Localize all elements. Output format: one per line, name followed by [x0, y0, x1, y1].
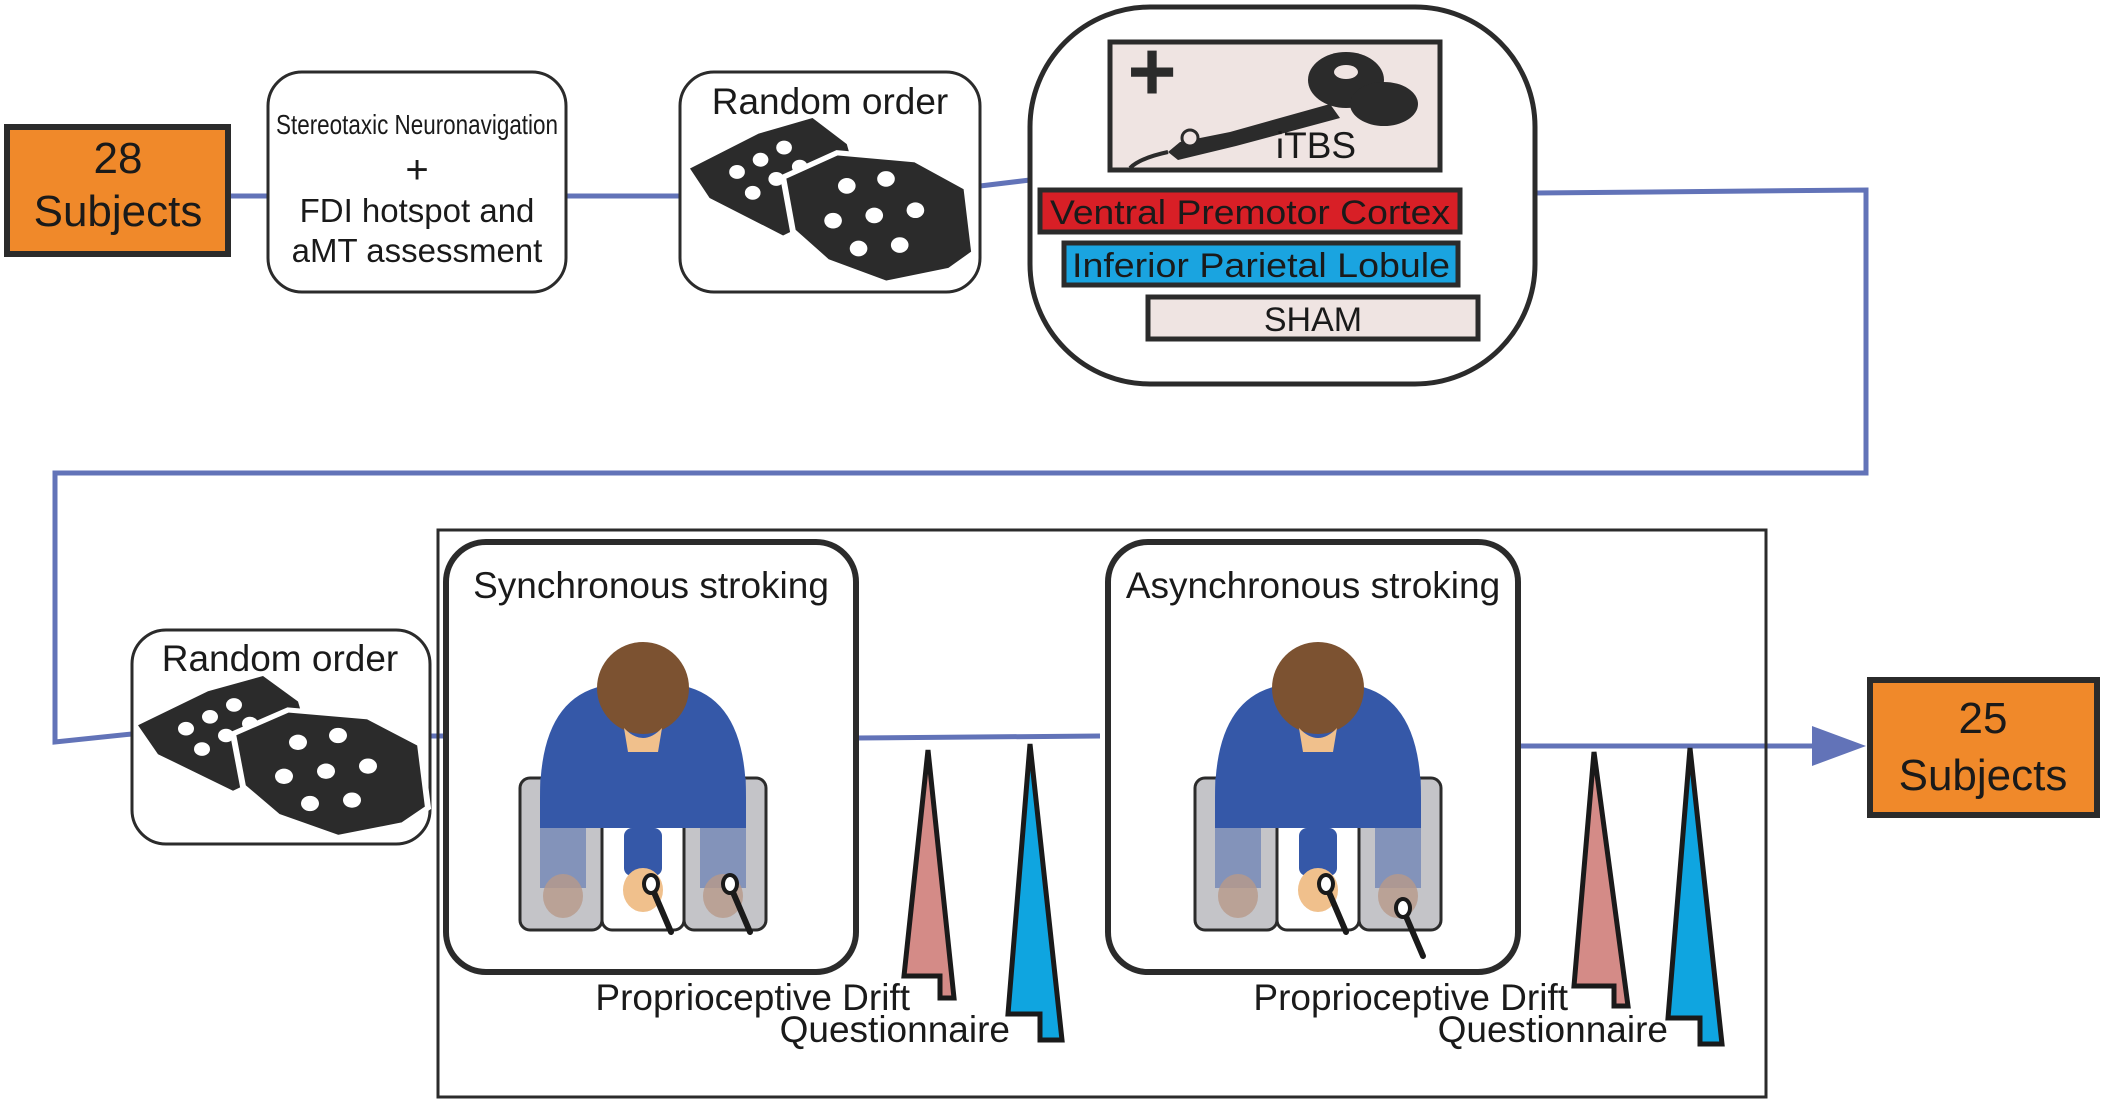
start-subjects-box: 28 Subjects: [4, 124, 231, 257]
measure-questionnaire-label-2: Questionnaire: [1438, 1009, 1668, 1050]
neuronavigation-plus: +: [405, 148, 428, 192]
measure-wedges-asynchronous: Proprioceptive Drift Questionnaire: [1253, 747, 1725, 1050]
neuronavigation-line1: Stereotaxic Neuronavigation: [276, 109, 558, 140]
condition-asynchronous-box: Asynchronous stroking: [1105, 539, 1521, 975]
neuronavigation-line3: aMT assessment: [292, 232, 543, 269]
target-inferior-parietal-lobule: [1061, 240, 1461, 288]
neuronavigation-line2: FDI hotspot and: [300, 192, 535, 229]
condition-asynchronous-label: Asynchronous stroking: [1126, 565, 1500, 606]
end-subject-unit: Subjects: [1899, 751, 2068, 800]
drift-wedge-1: [901, 749, 957, 1001]
random-order-top-box: Random order: [678, 70, 982, 294]
end-arrowhead: [1812, 726, 1866, 766]
questionnaire-wedge-1: [1005, 743, 1065, 1043]
measure-drift-label-2: Proprioceptive Drift: [1253, 977, 1568, 1018]
condition-synchronous-label: Synchronous stroking: [473, 565, 829, 606]
stimulation-box: + iTBS Ventral Premotor Cortex Inferior …: [1027, 4, 1538, 387]
end-subject-count: 25: [1959, 694, 2008, 743]
condition-synchronous-box: Synchronous stroking: [443, 539, 859, 975]
flow-lines: [52, 177, 1869, 749]
target-inferior-parietal-lobule-label: Inferior Parietal Lobule: [1072, 247, 1450, 285]
measure-questionnaire-label-1: Questionnaire: [780, 1009, 1010, 1050]
tms-coil-icon: [1128, 52, 1418, 170]
random-order-bottom-box: Random order: [130, 628, 432, 846]
target-sham-label: SHAM: [1264, 301, 1362, 339]
target-ventral-premotor-cortex-label: Ventral Premotor Cortex: [1050, 194, 1450, 232]
start-subject-count: 28: [94, 134, 143, 183]
end-subjects-box: 25 Subjects: [1867, 677, 2100, 818]
measure-wedges-synchronous: Proprioceptive Drift Questionnaire: [595, 743, 1065, 1050]
stimulation-protocol: iTBS: [1276, 125, 1356, 166]
stimulation-plus: +: [1127, 24, 1176, 118]
questionnaire-wedge-2: [1665, 747, 1725, 1047]
stroking-conditions-frame: [436, 528, 1768, 1099]
neuronavigation-box: Stereotaxic Neuronavigation + FDI hotspo…: [266, 70, 568, 294]
measure-drift-label-1: Proprioceptive Drift: [595, 977, 910, 1018]
random-order-top-label: Random order: [712, 81, 949, 122]
drift-wedge-2: [1571, 751, 1631, 1009]
random-order-bottom-label: Random order: [162, 638, 399, 679]
target-ventral-premotor-cortex: [1037, 187, 1463, 235]
start-subject-unit: Subjects: [34, 187, 203, 236]
target-sham: [1145, 294, 1481, 342]
